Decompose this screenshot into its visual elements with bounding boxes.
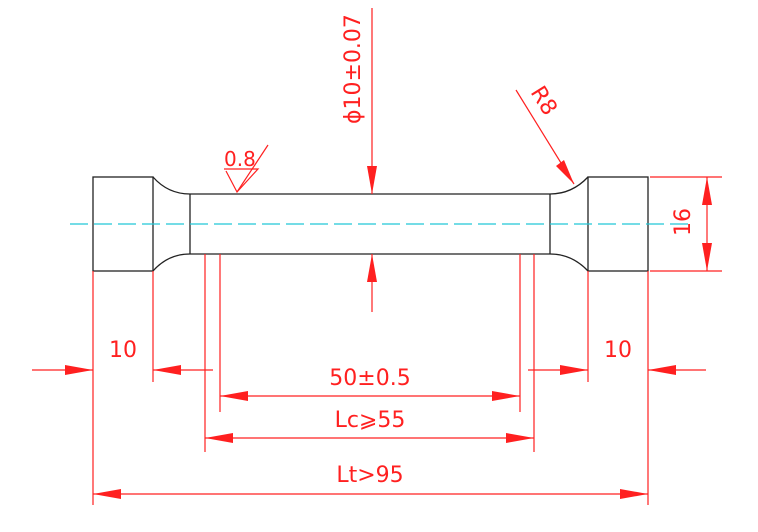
right-grip-arrow-right xyxy=(648,365,676,375)
diameter-arrow-top xyxy=(367,166,377,194)
radius-arrow xyxy=(556,160,574,184)
height-label: 16 xyxy=(671,208,696,236)
gauge-arrow-right xyxy=(492,391,520,401)
parallel-arrow-left xyxy=(205,433,233,443)
left-fillet-bottom xyxy=(152,253,191,272)
left-grip-arrow-right xyxy=(153,365,181,375)
roughness-symbol: 0.8 xyxy=(224,144,269,194)
height-arrow-bottom xyxy=(702,243,712,271)
roughness-label: 0.8 xyxy=(224,147,256,171)
parallel-length-label: Lc⩾55 xyxy=(335,408,406,433)
parallel-arrow-right xyxy=(506,433,534,443)
gauge-arrow-left xyxy=(220,391,248,401)
diameter-dimension: ϕ10±0.07 xyxy=(341,8,377,312)
height-arrow-top xyxy=(702,177,712,205)
total-arrow-right xyxy=(620,489,648,499)
total-length-label: Lt>95 xyxy=(336,463,403,488)
right-grip-dimension: 10 xyxy=(528,338,706,375)
total-length-dimension: Lt>95 xyxy=(93,463,648,499)
right-grip-label: 10 xyxy=(604,338,632,363)
diameter-arrow-bottom xyxy=(367,254,377,282)
gauge-length-label: 50±0.5 xyxy=(329,366,410,391)
right-grip-arrow-left xyxy=(560,365,588,375)
total-arrow-left xyxy=(93,489,121,499)
diameter-label: ϕ10±0.07 xyxy=(341,14,366,124)
left-grip-arrow-left xyxy=(65,365,93,375)
left-fillet-top xyxy=(152,176,191,195)
right-fillet-bottom xyxy=(549,253,589,272)
left-grip-label: 10 xyxy=(109,338,137,363)
right-fillet-top xyxy=(549,176,589,195)
parallel-length-dimension: Lc⩾55 xyxy=(205,408,534,443)
extension-lines xyxy=(92,254,649,505)
left-grip-dimension: 10 xyxy=(32,338,213,375)
gauge-length-dimension: 50±0.5 xyxy=(220,366,520,401)
height-dimension: 16 xyxy=(650,176,722,272)
radius-callout: R8 xyxy=(515,82,575,185)
